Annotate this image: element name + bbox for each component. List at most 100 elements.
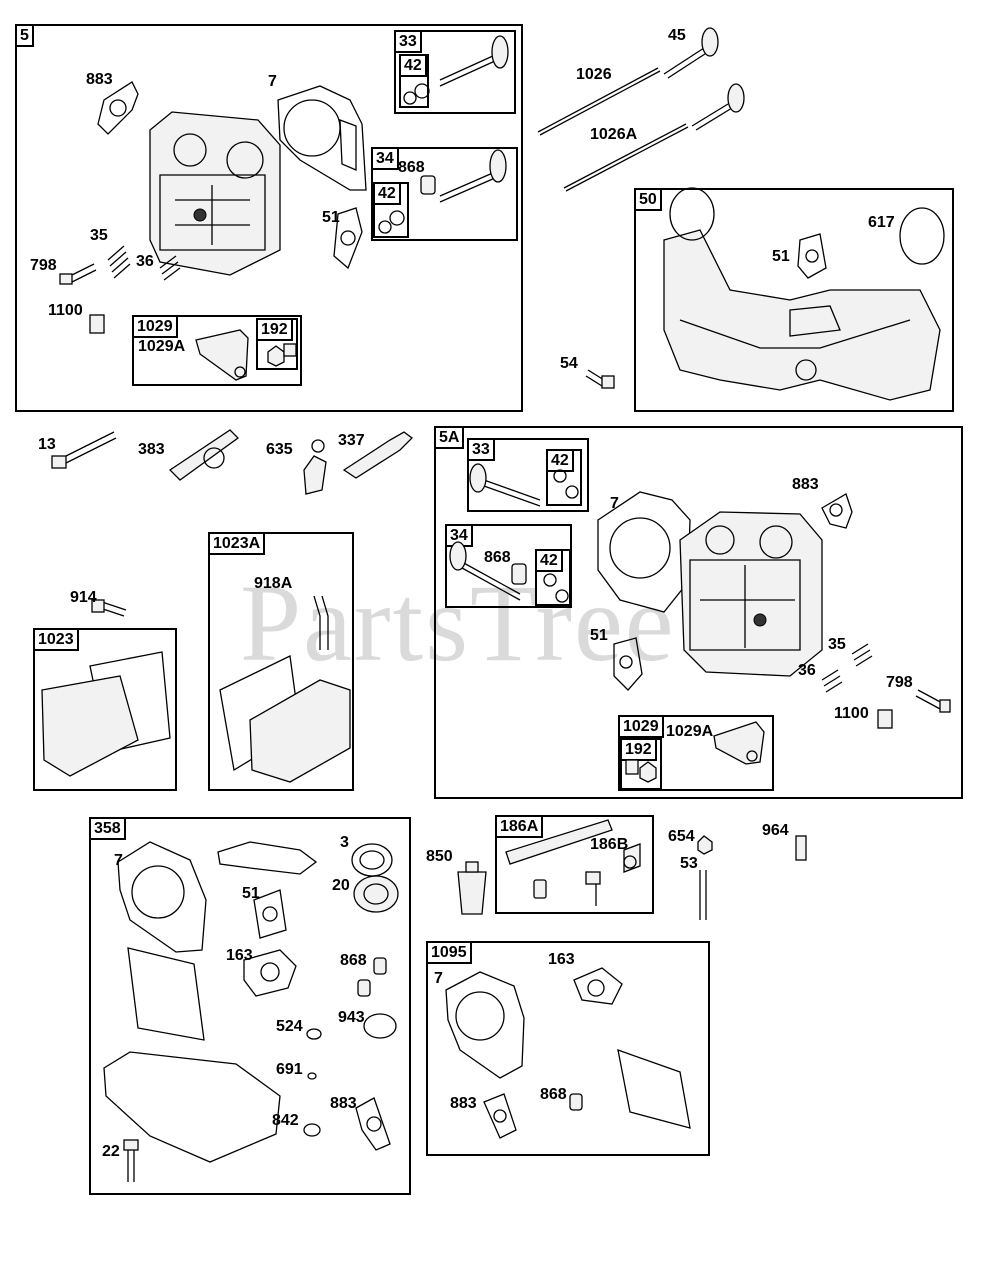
part-label[interactable]: 868 xyxy=(540,1086,567,1103)
part-label[interactable]: 798 xyxy=(30,257,57,274)
o-ring-icon xyxy=(303,1123,321,1137)
spring-icon xyxy=(851,643,873,667)
head-gasket-icon xyxy=(117,841,207,953)
cylinder-head-icon xyxy=(679,511,823,677)
part-label[interactable]: 943 xyxy=(338,1009,365,1026)
part-label[interactable]: 842 xyxy=(272,1112,299,1129)
part-label[interactable]: 36 xyxy=(136,253,154,270)
clamp-icon xyxy=(533,879,547,899)
part-label[interactable]: 53 xyxy=(680,855,698,872)
part-label[interactable]: 20 xyxy=(332,877,350,894)
part-label[interactable]: 51 xyxy=(590,627,608,644)
group-tag-186A: 186A xyxy=(495,815,544,838)
oil-seal-icon xyxy=(353,875,399,913)
gasket-163-icon xyxy=(243,949,297,997)
group-tag-1095: 1095 xyxy=(426,941,472,964)
part-label[interactable]: 883 xyxy=(86,71,113,88)
valve-icon xyxy=(449,541,521,601)
spring-icon xyxy=(107,245,131,279)
spark-plug-boot-icon xyxy=(303,439,327,495)
group-box-1029: 1029 xyxy=(132,315,302,386)
group-box-33: 33 xyxy=(394,30,516,114)
part-label[interactable]: 7 xyxy=(268,73,277,90)
group-tag-50: 50 xyxy=(634,188,662,211)
group-box-34: 34 xyxy=(371,147,518,241)
group-tag-1023A: 1023A xyxy=(208,532,266,555)
group-tag-1029: 1029 xyxy=(618,715,664,738)
spark-plug-icon xyxy=(342,431,413,479)
part-label[interactable]: 22 xyxy=(102,1143,120,1160)
part-label[interactable]: 163 xyxy=(226,947,253,964)
part-label[interactable]: 383 xyxy=(138,441,165,458)
part-label[interactable]: 691 xyxy=(276,1061,303,1078)
part-label[interactable]: 45 xyxy=(668,27,686,44)
fitting-icon xyxy=(623,843,641,873)
group-box-186A: 186A xyxy=(495,815,654,914)
gasket-883-icon xyxy=(97,81,139,135)
stud-icon xyxy=(699,870,707,920)
seal-icon xyxy=(351,843,393,877)
valve-icon xyxy=(663,27,719,79)
hose-icon xyxy=(505,819,613,865)
valve-seal-icon xyxy=(420,175,436,195)
gasket-163-icon xyxy=(573,967,623,1005)
part-label[interactable]: 635 xyxy=(266,441,293,458)
part-label[interactable]: 186B xyxy=(590,836,629,853)
part-label[interactable]: 35 xyxy=(828,636,846,653)
group-tag-5: 5 xyxy=(15,24,34,47)
part-label[interactable]: 51 xyxy=(322,209,340,226)
part-label[interactable]: 3 xyxy=(340,834,349,851)
part-label[interactable]: 7 xyxy=(434,970,443,987)
part-label[interactable]: 918A xyxy=(254,575,293,592)
part-label[interactable]: 524 xyxy=(276,1018,303,1035)
gasket-51-icon xyxy=(797,233,827,279)
part-label[interactable]: 1026 xyxy=(576,66,612,83)
sleeve-icon xyxy=(795,835,807,861)
part-label[interactable]: 54 xyxy=(560,355,578,372)
group-box-42: 42 xyxy=(373,182,409,238)
part-label[interactable]: 617 xyxy=(868,214,895,231)
spring-icon xyxy=(821,669,843,693)
part-label[interactable]: 1100 xyxy=(48,302,83,319)
part-label[interactable]: 964 xyxy=(762,822,789,839)
part-label[interactable]: 654 xyxy=(668,828,695,845)
part-label[interactable]: 883 xyxy=(792,476,819,493)
part-label[interactable]: 51 xyxy=(772,248,790,265)
crankcase-gasket-icon xyxy=(103,1051,281,1163)
part-label[interactable]: 883 xyxy=(450,1095,477,1112)
part-label[interactable]: 7 xyxy=(610,495,619,512)
part-label[interactable]: 35 xyxy=(90,227,108,244)
part-label[interactable]: 7 xyxy=(114,852,123,869)
part-label[interactable]: 13 xyxy=(38,436,56,453)
head-gasket-icon xyxy=(445,971,525,1079)
part-label[interactable]: 868 xyxy=(340,952,367,969)
part-label[interactable]: 850 xyxy=(426,848,453,865)
part-label[interactable]: 51 xyxy=(242,885,260,902)
group-tag-34: 34 xyxy=(371,147,399,170)
rocker-arm-icon xyxy=(195,329,249,381)
part-label[interactable]: 163 xyxy=(548,951,575,968)
group-box-1029: 1029 xyxy=(618,715,774,791)
part-label[interactable]: 1026A xyxy=(590,126,638,143)
bracket-icon xyxy=(89,314,105,334)
part-label[interactable]: 868 xyxy=(484,549,511,566)
o-ring-icon xyxy=(307,1072,317,1080)
retainer-icon xyxy=(378,210,405,234)
group-tag-42: 42 xyxy=(399,54,427,77)
part-label[interactable]: 1029A xyxy=(666,723,714,740)
part-label[interactable]: 36 xyxy=(798,662,816,679)
retainer-icon xyxy=(553,469,579,499)
part-label[interactable]: 1100 xyxy=(834,705,869,722)
gasket-883-icon xyxy=(355,1097,391,1151)
group-tag-192: 192 xyxy=(620,738,657,761)
group-tag-358: 358 xyxy=(89,817,126,840)
retainer-icon xyxy=(403,83,430,105)
valve-cover-icon xyxy=(249,679,351,783)
part-label[interactable]: 337 xyxy=(338,432,365,449)
part-label[interactable]: 1029A xyxy=(138,338,186,355)
part-label[interactable]: 868 xyxy=(398,159,425,176)
part-label[interactable]: 798 xyxy=(886,674,913,691)
part-label[interactable]: 883 xyxy=(330,1095,357,1112)
valve-seal-icon xyxy=(569,1093,583,1111)
part-label[interactable]: 914 xyxy=(70,589,97,606)
